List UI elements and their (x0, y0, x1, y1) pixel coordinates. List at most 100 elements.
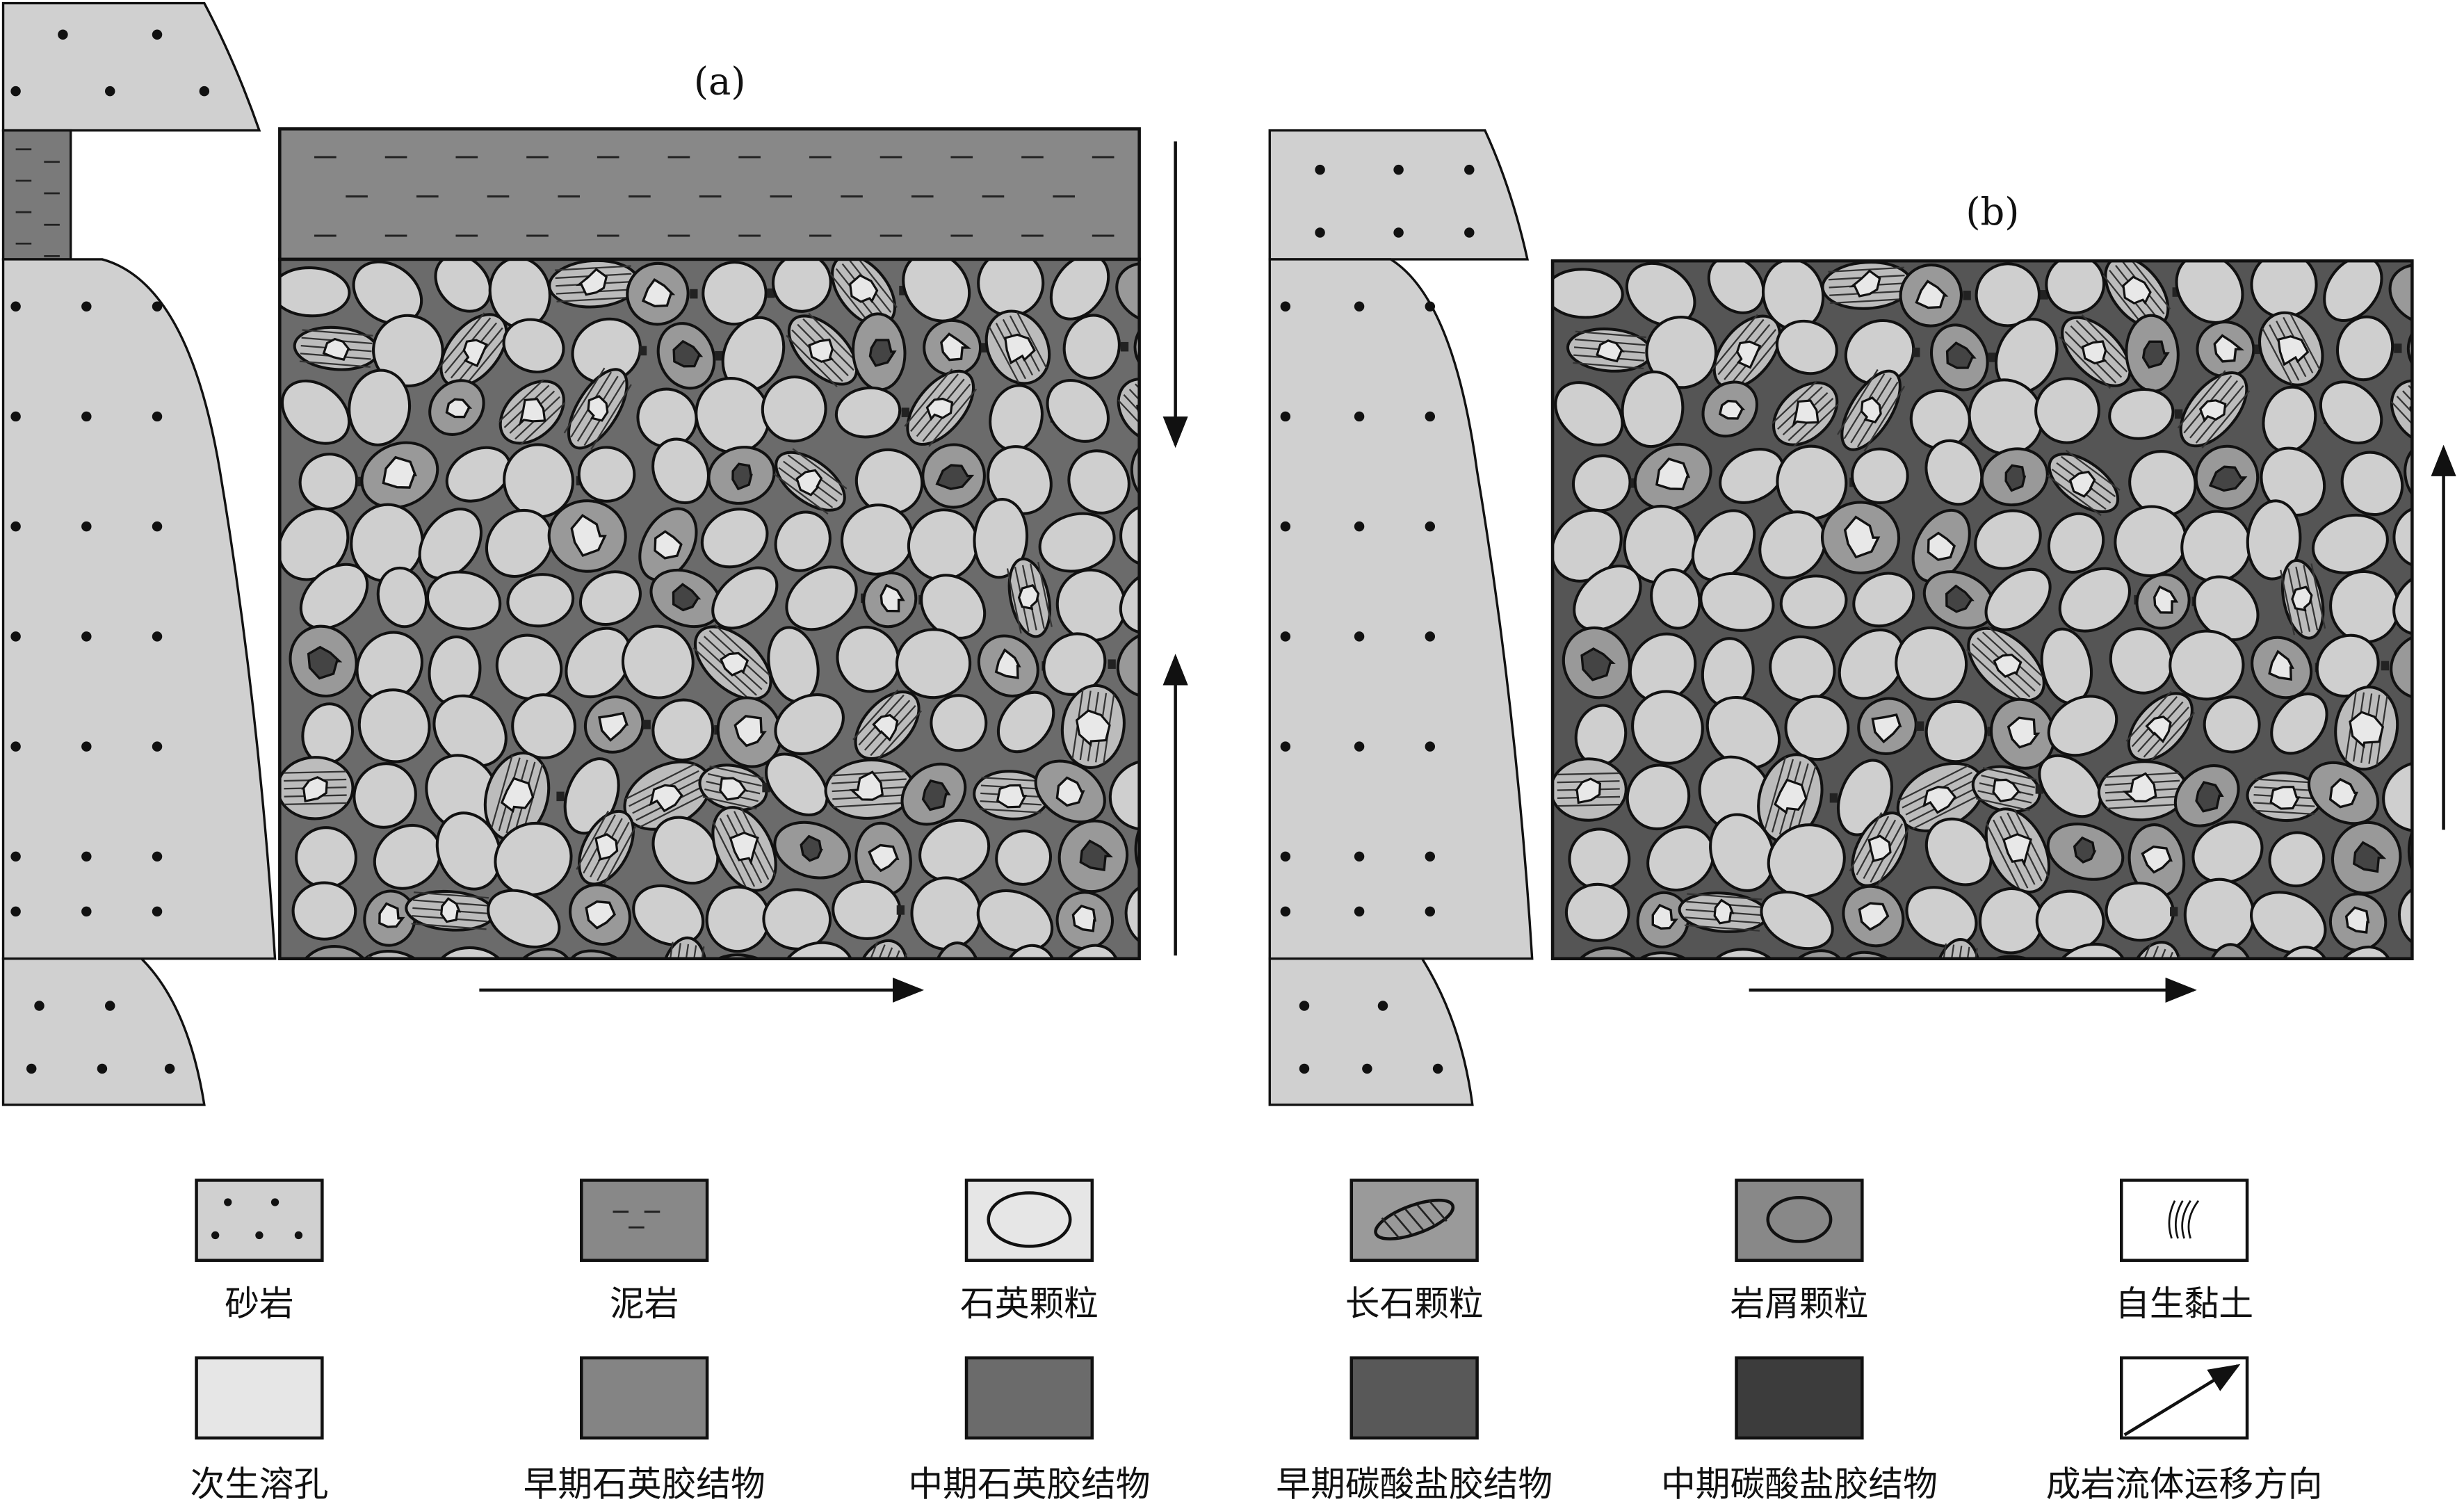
sand-dot (1425, 906, 1436, 917)
quartz-grain (2397, 884, 2413, 950)
secondary-pore (1071, 905, 1096, 932)
quartz-grain (1905, 886, 1978, 948)
cleavage-line (1828, 266, 1904, 273)
secondary-pore (585, 900, 616, 930)
secondary-pore (1149, 837, 1177, 861)
quartz-grain (1691, 509, 1756, 582)
quartz-grain (632, 884, 705, 946)
cleavage-line (1573, 362, 1644, 370)
quartz-grain (1719, 448, 1785, 504)
secondary-pore (2344, 906, 2370, 934)
quartz-grain (987, 445, 1053, 515)
sand-dot (152, 411, 163, 422)
cleavage-line (1935, 943, 1947, 959)
cleavage-line (1837, 369, 1879, 435)
secondary-pore (1927, 531, 1956, 561)
quartz-grain (1124, 882, 1140, 948)
secondary-pore (1139, 670, 1140, 671)
sandstone-bed-top (1, 1, 261, 132)
sand-dot (1362, 1063, 1372, 1074)
secondary-pore (445, 398, 473, 419)
cleavage-line (988, 326, 1020, 383)
cleavage-line (1988, 961, 2054, 976)
sand-dot (104, 1001, 115, 1011)
secondary-pore (1942, 964, 1972, 991)
quartz-grain (1626, 763, 1691, 831)
quartz-grain (355, 631, 424, 702)
legend-item-secondary-pore: 次生溶孔 (190, 1356, 328, 1504)
cleavage-line (1772, 380, 1817, 424)
sand-dot (97, 1063, 108, 1074)
feldspar-grain (2177, 370, 2251, 448)
quartz-grain (2169, 629, 2245, 701)
cleavage-line (1006, 568, 1022, 634)
sand-dot (81, 851, 92, 862)
arrow-icon (2123, 1364, 2241, 1437)
authigenic-clay (2170, 907, 2178, 916)
quartz-grain (1046, 378, 1110, 443)
legend-label: 岩屑颗粒 (1730, 1284, 1868, 1324)
quartz-grain (976, 889, 1054, 953)
secondary-pore (649, 784, 683, 813)
quartz-grain (1968, 378, 2044, 456)
cleavage-line (1982, 767, 2037, 781)
sand-dot (1354, 301, 1365, 312)
lithic-grain (1134, 809, 1140, 891)
feldspar-grain (438, 312, 510, 389)
cleavage-line (2059, 336, 2112, 389)
carbonate-cement-patch (2004, 464, 2027, 492)
secondary-pore (382, 455, 417, 489)
quartz-grain (2109, 627, 2173, 695)
feldspar-grain (904, 369, 978, 447)
authigenic-clay (719, 973, 727, 983)
cleavage-line (1986, 823, 2022, 892)
secondary-pore (378, 967, 411, 997)
sand-dot (199, 86, 210, 97)
quartz-grain (761, 375, 827, 443)
cleavage-line (1381, 1217, 1400, 1239)
cleavage-line (714, 624, 773, 679)
cleavage-line (670, 943, 681, 959)
sand-dot (81, 411, 92, 422)
feldspar-grain (2125, 690, 2196, 763)
quartz-grain (2382, 760, 2413, 833)
quartz-grain (485, 508, 553, 579)
quartz-grain (2414, 704, 2464, 768)
carbonate-cement-patch (2141, 340, 2170, 369)
feldspar-grain (1984, 807, 2051, 893)
quartz-grain (1709, 813, 1776, 892)
quartz-grain (352, 260, 423, 325)
quartz-grain (907, 508, 979, 581)
sand-dot (81, 741, 92, 752)
secondary-pore (1774, 778, 1808, 815)
feldspar-grain (1566, 328, 1653, 373)
secondary-pore (301, 776, 328, 803)
feldspar-grain (2258, 311, 2324, 387)
secondary-pore (2153, 585, 2179, 614)
quartz-grain (1909, 389, 1971, 451)
authigenic-clay (1120, 341, 1129, 352)
cleavage-line (563, 367, 606, 434)
quartz-grain (425, 570, 502, 631)
quartz-grain (1621, 370, 1685, 448)
middle-carbonate-cement-swatch (1735, 1356, 1864, 1440)
quartz-grain (1924, 700, 1988, 763)
mudstone-bed (1, 129, 72, 261)
quartz-grain (2058, 567, 2131, 633)
secondary-pore (1004, 333, 1036, 365)
quartz-grain (1784, 695, 1850, 761)
quartz-grain (2327, 945, 2394, 959)
carbonate-cement-patch (935, 464, 975, 490)
sand-dot (1393, 164, 1404, 175)
cleavage-line (362, 979, 422, 995)
quartz-grain (2276, 946, 2331, 959)
cleavage-line (411, 923, 487, 930)
quartz-grain (1779, 574, 1848, 629)
panel-b-label: (b) (1965, 190, 2019, 234)
secondary-pore (1992, 778, 2022, 802)
cleavage-line (1950, 946, 1963, 959)
legend-label: 成岩流体运移方向 (2046, 1464, 2323, 1504)
feldspar-grain (355, 949, 433, 997)
cleavage-line (1557, 803, 1621, 807)
cleavage-line (1416, 1204, 1436, 1227)
